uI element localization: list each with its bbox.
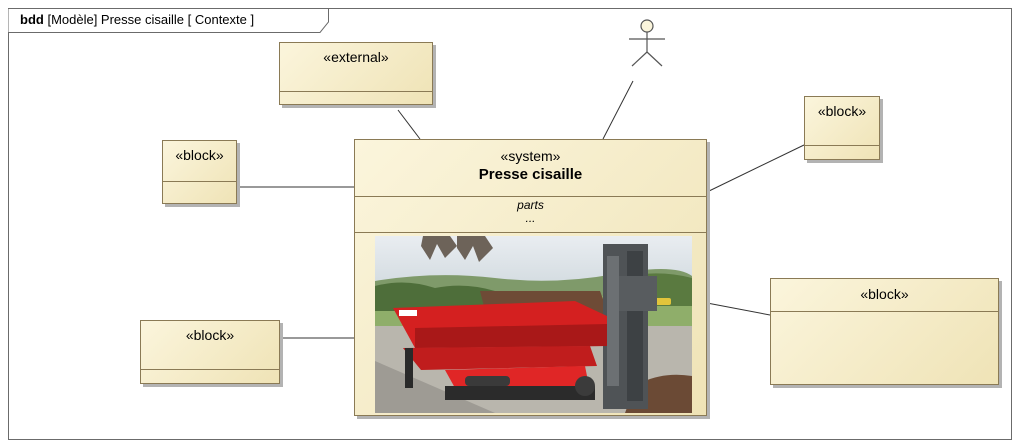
block-left-top[interactable]: «block» <box>162 140 237 204</box>
block-right-top[interactable]: «block» <box>804 96 880 160</box>
connector-block-right-bottom <box>706 302 771 316</box>
external-block[interactable]: «external» <box>279 42 433 105</box>
shear-press-photo <box>375 236 692 413</box>
block-right-bottom[interactable]: «block» <box>770 278 999 385</box>
block-left-top-stereotype: «block» <box>175 147 224 163</box>
connector-block-right-top <box>706 144 805 193</box>
system-stereotype: «system» <box>500 148 561 164</box>
block-left-bottom[interactable]: «block» <box>140 320 280 384</box>
connector-external <box>397 109 421 140</box>
block-right-bottom-stereotype: «block» <box>860 286 909 302</box>
block-right-top-stereotype: «block» <box>817 103 867 119</box>
connector-actor <box>602 80 634 140</box>
block-left-bottom-stereotype: «block» <box>185 327 235 343</box>
diagram-title: bdd [Modèle] Presse cisaille [ Contexte … <box>20 12 255 27</box>
external-block-stereotype: «external» <box>323 49 389 65</box>
system-name: Presse cisaille <box>478 166 583 183</box>
parts-compartment-value: ... <box>525 211 536 225</box>
actor-icon <box>629 19 665 67</box>
parts-compartment-label: parts <box>517 198 544 212</box>
